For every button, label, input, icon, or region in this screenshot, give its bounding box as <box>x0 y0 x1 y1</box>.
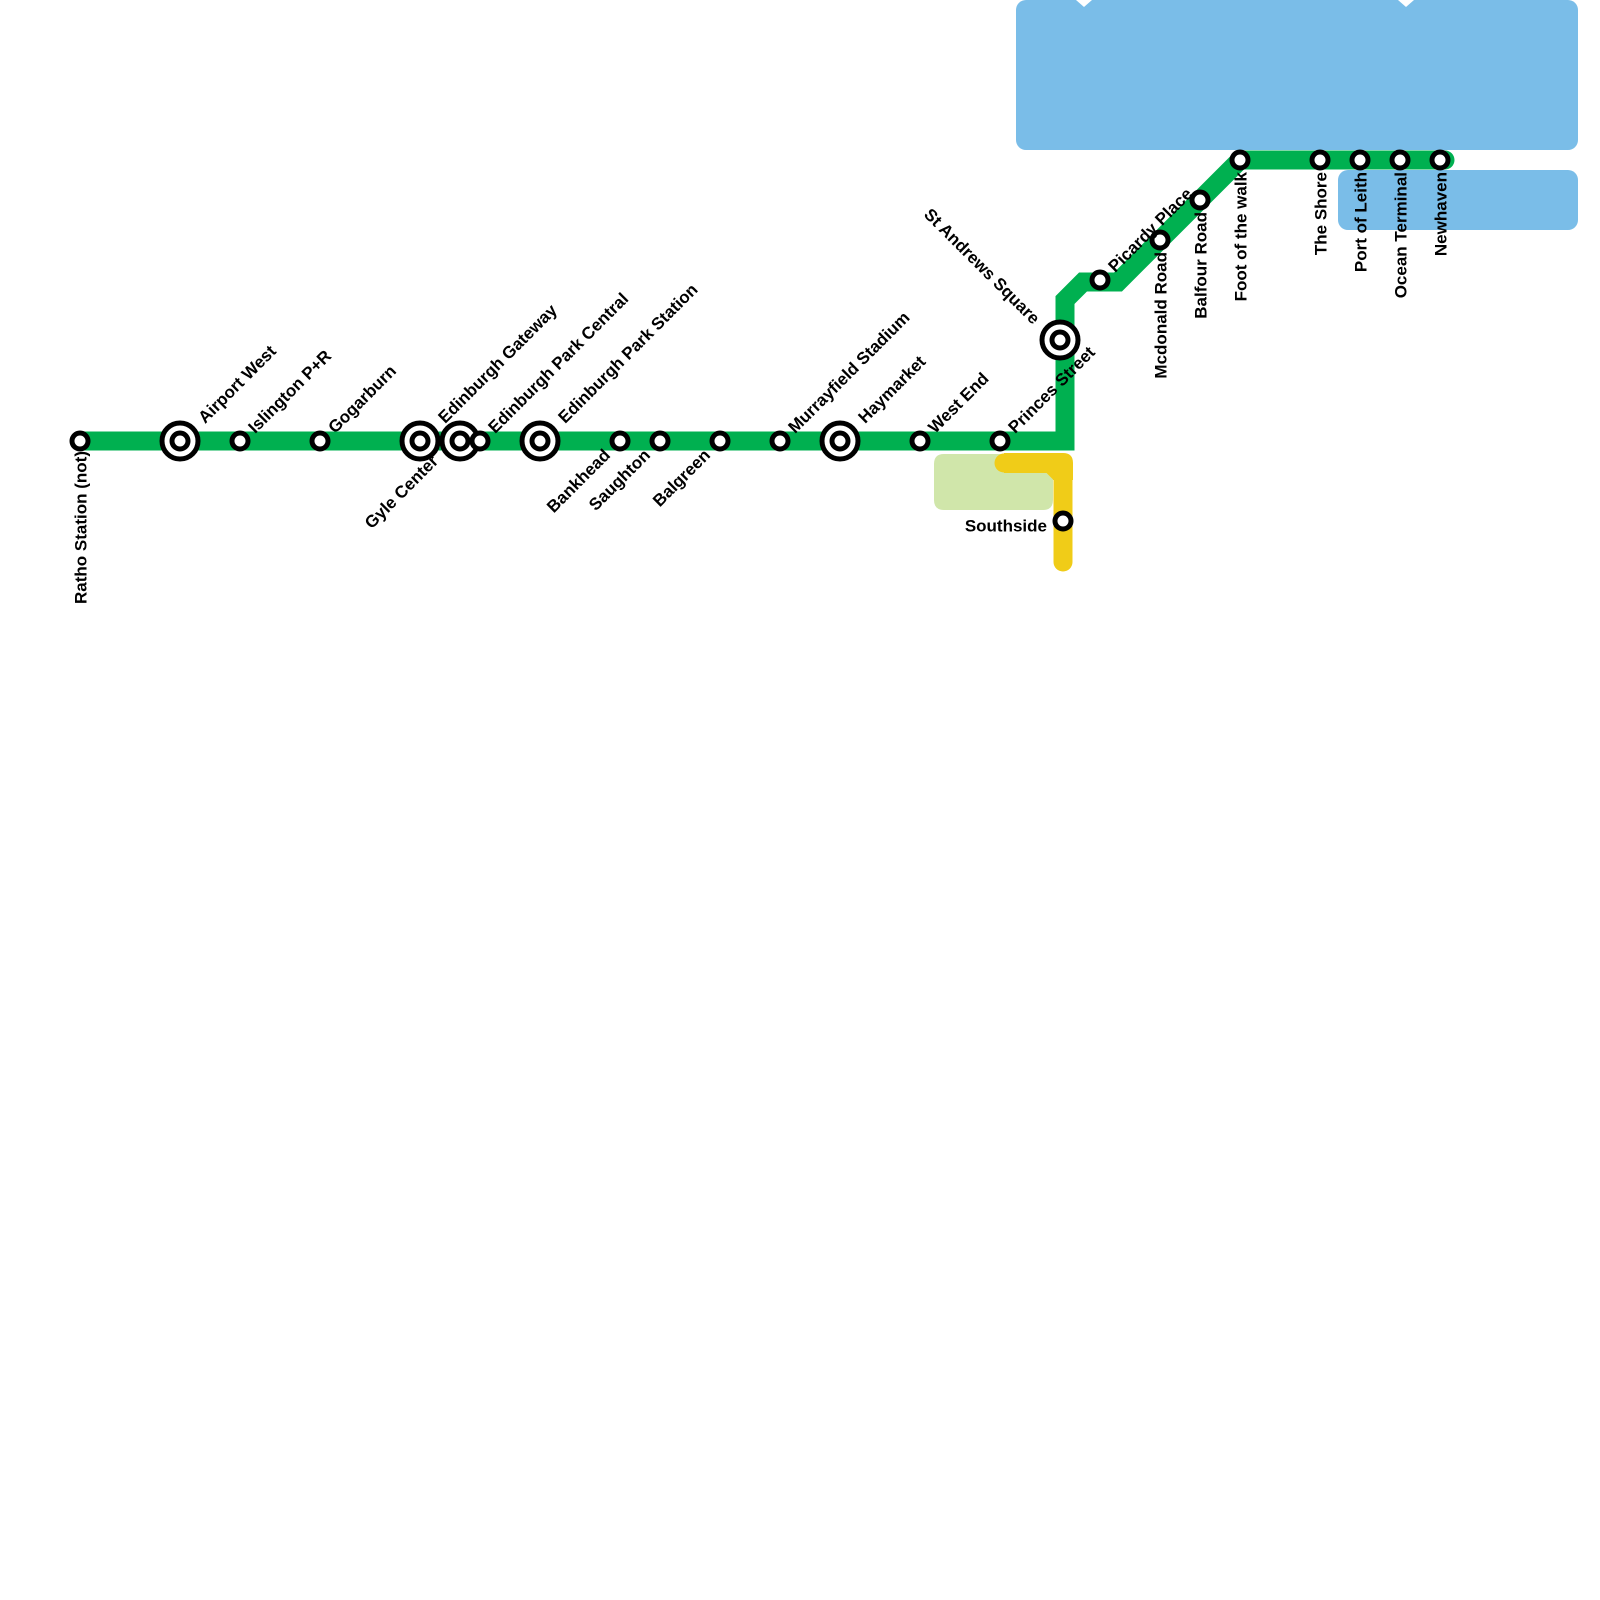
station-marker[interactable] <box>229 430 251 452</box>
station-marker[interactable] <box>909 430 931 452</box>
station-marker[interactable] <box>1229 149 1251 171</box>
station-label: Port of Leith <box>1351 172 1370 272</box>
station-saughton[interactable] <box>649 430 671 452</box>
station-marker[interactable] <box>649 430 671 452</box>
station-label: Ocean Terminal <box>1391 172 1410 298</box>
station-foot-of-the-walk[interactable] <box>1229 149 1251 171</box>
station-marker[interactable] <box>1089 269 1111 291</box>
station-marker[interactable] <box>709 430 731 452</box>
station-edinburgh-park-station[interactable] <box>519 420 561 462</box>
interchange-inner-ring <box>1049 329 1071 351</box>
interchange-inner-ring <box>449 430 471 452</box>
labels-layer: Ratho Station (not)Airport WestIslington… <box>71 171 1450 604</box>
station-label: Mcdonald Road <box>1151 252 1170 379</box>
station-balfour-road[interactable] <box>1189 189 1211 211</box>
station-marker[interactable] <box>309 430 331 452</box>
station-marker[interactable] <box>609 430 631 452</box>
station-west-end[interactable] <box>909 430 931 452</box>
station-label: Foot of the walk <box>1231 171 1250 301</box>
south-branch-cap <box>1004 453 1073 480</box>
station-ratho-station-not[interactable] <box>69 430 91 452</box>
station-marker[interactable] <box>1149 229 1171 251</box>
station-edinburgh-park-central[interactable] <box>469 430 491 452</box>
station-marker[interactable] <box>69 430 91 452</box>
station-marker[interactable] <box>1309 149 1331 171</box>
station-marker[interactable] <box>1189 189 1211 211</box>
station-balgreen[interactable] <box>709 430 731 452</box>
station-label: Edinburgh Gateway <box>435 300 562 427</box>
station-gogarburn[interactable] <box>309 430 331 452</box>
station-marker[interactable] <box>1349 149 1371 171</box>
station-label: Balfour Road <box>1191 212 1210 319</box>
station-label: Gogarburn <box>325 361 401 437</box>
station-label: The Shore <box>1311 172 1330 255</box>
station-st-andrews-square[interactable] <box>1039 319 1081 361</box>
station-picardy-place[interactable] <box>1089 269 1111 291</box>
station-label: Murrayfield Stadium <box>785 308 914 437</box>
water-area-harbour <box>1338 170 1578 230</box>
station-port-of-leith[interactable] <box>1349 149 1371 171</box>
interchange-inner-ring <box>169 430 191 452</box>
station-label: Gyle Center <box>361 451 442 532</box>
stations-layer <box>69 149 1451 532</box>
water-notch <box>1076 0 1092 7</box>
station-label: Newhaven <box>1431 172 1450 256</box>
interchange-inner-ring <box>529 430 551 452</box>
station-edinburgh-gateway[interactable] <box>399 420 441 462</box>
station-islington-p-r[interactable] <box>229 430 251 452</box>
station-label: Balgreen <box>649 446 714 511</box>
station-label: West End <box>925 369 993 437</box>
station-marker[interactable] <box>1429 149 1451 171</box>
station-mcdonald-road[interactable] <box>1149 229 1171 251</box>
station-label: Southside <box>965 516 1047 535</box>
station-haymarket[interactable] <box>819 420 861 462</box>
station-ocean-terminal[interactable] <box>1389 149 1411 171</box>
station-marker[interactable] <box>1389 149 1411 171</box>
water-area-main <box>1016 0 1578 150</box>
station-marker[interactable] <box>769 430 791 452</box>
station-princes-street[interactable] <box>989 430 1011 452</box>
water-notch <box>1398 0 1414 7</box>
station-airport-west[interactable] <box>159 420 201 462</box>
station-label: St Andrews Square <box>920 205 1043 328</box>
station-bankhead[interactable] <box>609 430 631 452</box>
station-murrayfield-stadium[interactable] <box>769 430 791 452</box>
water-layer <box>1016 0 1578 230</box>
station-newhaven[interactable] <box>1429 149 1451 171</box>
interchange-inner-ring <box>409 430 431 452</box>
station-southside[interactable] <box>1052 510 1074 532</box>
station-label: Ratho Station (not) <box>71 451 90 604</box>
station-marker[interactable] <box>1052 510 1074 532</box>
station-marker[interactable] <box>469 430 491 452</box>
station-the-shore[interactable] <box>1309 149 1331 171</box>
interchange-inner-ring <box>829 430 851 452</box>
station-marker[interactable] <box>989 430 1011 452</box>
